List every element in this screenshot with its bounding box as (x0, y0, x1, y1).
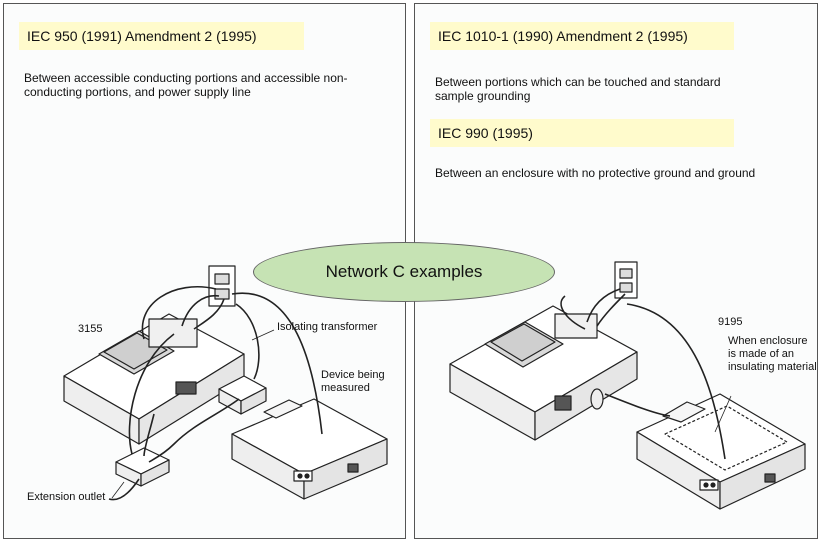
left-cables (108, 286, 323, 501)
enclosure-note-line-2: is made of an (728, 348, 795, 360)
enclosure-note-label: When enclosure is made of an insulating … (728, 335, 817, 374)
device-measured-label: Device being measured (321, 369, 385, 395)
enclosure-note-line-3: insulating material (728, 361, 817, 373)
right-description-1-line-1: Between portions which can be touched an… (435, 75, 721, 89)
left-standard-heading: IEC 950 (1991) Amendment 2 (1995) (19, 22, 304, 50)
device-measured-line-2: measured (321, 382, 370, 394)
right-test-setup-illustration (449, 261, 806, 510)
right-cables (560, 288, 726, 460)
left-isolating-transformer (218, 375, 267, 415)
right-description-2: Between an enclosure with no protective … (435, 166, 756, 180)
left-device-under-test (231, 398, 388, 500)
right-wall-outlet (614, 261, 638, 299)
device-measured-line-1: Device being (321, 369, 385, 381)
right-description-1: Between portions which can be touched an… (435, 75, 721, 103)
enclosure-note-line-1: When enclosure (728, 335, 808, 347)
left-wall-outlet (208, 265, 236, 307)
right-standard-heading-2: IEC 990 (1995) (430, 119, 734, 147)
left-device-id-label: 3155 (78, 323, 103, 335)
left-description: Between accessible conducting portions a… (24, 71, 348, 99)
extension-outlet-label: Extension outlet (27, 491, 106, 503)
right-standard-heading-1: IEC 1010-1 (1990) Amendment 2 (1995) (430, 22, 734, 50)
left-description-line-1: Between accessible conducting portions a… (24, 71, 348, 85)
isolating-transformer-label: Isolating transformer (277, 321, 378, 333)
right-description-1-line-2: sample grounding (435, 89, 531, 103)
left-description-line-2: conducting portions, and power supply li… (24, 85, 251, 99)
right-device-id-label: 9195 (718, 316, 743, 328)
banner-text: Network C examples (325, 262, 483, 281)
network-c-banner: Network C examples (253, 242, 555, 302)
right-tester-device (449, 305, 638, 441)
left-extension-outlet (115, 447, 170, 487)
left-test-setup-illustration (63, 265, 388, 501)
left-tester-device (63, 313, 245, 445)
right-enclosure-device (636, 393, 806, 510)
